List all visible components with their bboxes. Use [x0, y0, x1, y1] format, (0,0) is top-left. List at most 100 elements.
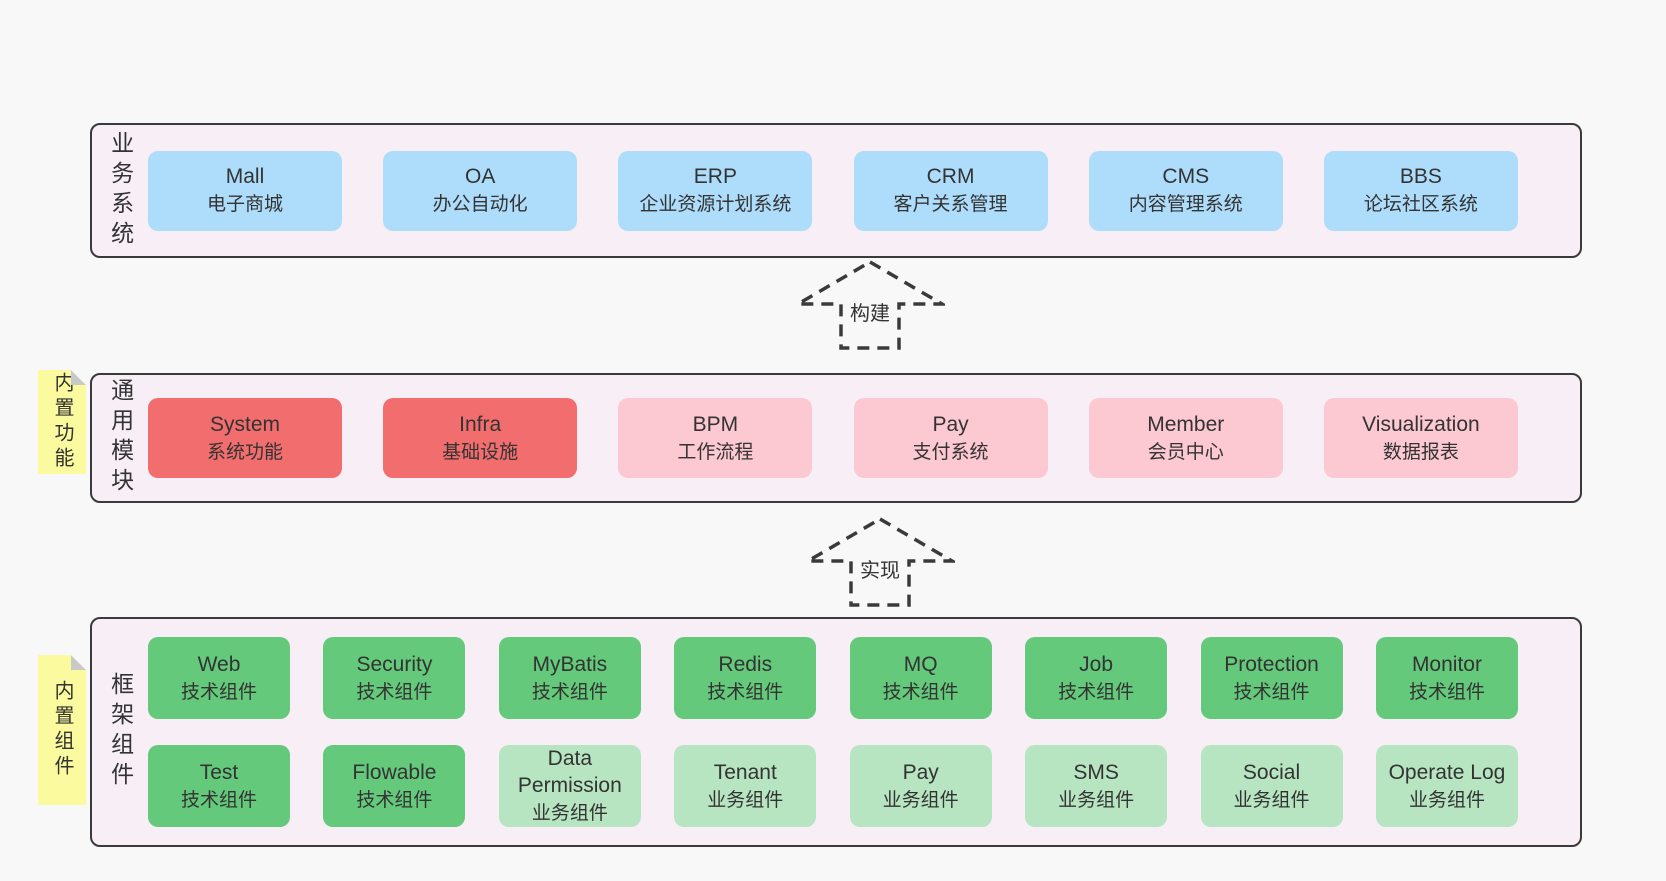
- box-title: Social: [1242, 760, 1301, 784]
- box-title: Job: [1079, 652, 1114, 676]
- box-title: Member: [1147, 412, 1225, 436]
- box-subtitle: 技术组件: [356, 789, 433, 811]
- box-title: BPM: [692, 412, 739, 436]
- arrow-build: 构建: [795, 259, 945, 351]
- box-title: Data Permission: [517, 747, 622, 797]
- arrow-implement: 实现: [805, 516, 955, 608]
- up-arrow-icon: [795, 259, 945, 350]
- box-subtitle: 技术组件: [356, 681, 433, 703]
- box-subtitle: 业务组件: [707, 789, 784, 811]
- arrow-implement-label: 实现: [857, 554, 903, 583]
- sticky-note-text: 内置功能: [51, 372, 73, 472]
- box-subtitle: 企业资源计划系统: [639, 194, 792, 216]
- box-title: Operate Log: [1388, 760, 1506, 784]
- box-title: MyBatis: [532, 652, 608, 676]
- module-box-tenant: Tenant 业务组件: [674, 745, 817, 827]
- box-title: Redis: [718, 652, 773, 676]
- sticky-note-text: 内置组件: [51, 680, 73, 780]
- box-title: CRM: [926, 165, 975, 188]
- module-box-mq: MQ 技术组件: [849, 637, 992, 719]
- module-box-job: Job 技术组件: [1025, 637, 1168, 719]
- layer-label-text: 业务系统: [107, 130, 134, 251]
- box-title: Flowable: [352, 760, 437, 784]
- box-subtitle: 技术组件: [1233, 681, 1310, 703]
- box-subtitle: 电子商城: [206, 194, 283, 216]
- module-box-crm: CRM 客户关系管理: [853, 150, 1048, 231]
- box-title: SMS: [1073, 760, 1119, 784]
- box-subtitle: 数据报表: [1382, 441, 1459, 463]
- module-box-operate-log: Operate Log 业务组件: [1375, 745, 1518, 827]
- module-box-sms: SMS 业务组件: [1025, 745, 1168, 827]
- box-title: MQ: [903, 652, 938, 676]
- box-subtitle: 技术组件: [1058, 681, 1135, 703]
- box-subtitle: 技术组件: [180, 681, 257, 703]
- box-subtitle: 技术组件: [1408, 681, 1485, 703]
- sticky-note-built-in-components: 内置组件: [38, 655, 86, 805]
- arrow-build-label: 构建: [847, 297, 893, 326]
- layer-label-text: 框架组件: [107, 672, 134, 792]
- box-subtitle: 技术组件: [180, 789, 257, 811]
- box-title: Protection: [1224, 652, 1319, 676]
- box-title: OA: [465, 165, 496, 188]
- box-subtitle: 基础设施: [442, 441, 519, 463]
- module-box-test: Test 技术组件: [148, 745, 290, 827]
- layer-label-components: 框架组件: [92, 619, 148, 845]
- box-title: Infra: [459, 412, 502, 436]
- box-subtitle: 支付系统: [912, 441, 989, 463]
- layer-label-text: 通用模块: [107, 378, 134, 498]
- module-box-system: System 系统功能: [148, 398, 342, 478]
- module-box-mybatis: MyBatis 技术组件: [498, 637, 641, 719]
- box-title: Web: [197, 652, 241, 676]
- module-box-visualization: Visualization 数据报表: [1323, 398, 1518, 478]
- box-subtitle: 技术组件: [531, 681, 608, 703]
- module-box-protection: Protection 技术组件: [1200, 637, 1343, 719]
- box-subtitle: 业务组件: [1408, 789, 1485, 811]
- module-box-social: Social 业务组件: [1200, 745, 1343, 827]
- box-subtitle: 技术组件: [882, 681, 959, 703]
- box-subtitle: 内容管理系统: [1128, 194, 1243, 216]
- sticky-note-built-in-functions: 内置功能: [38, 370, 86, 474]
- module-box-redis: Redis 技术组件: [674, 637, 817, 719]
- module-box-web: Web 技术组件: [148, 637, 290, 719]
- module-box-member: Member 会员中心: [1088, 398, 1283, 478]
- box-title: Security: [356, 652, 433, 676]
- module-box-monitor: Monitor 技术组件: [1375, 637, 1518, 719]
- module-box-data-permission: Data Permission 业务组件: [498, 745, 641, 827]
- box-title: Pay: [902, 760, 939, 784]
- module-box-infra: Infra 基础设施: [383, 398, 578, 478]
- box-subtitle: 业务组件: [531, 802, 608, 824]
- box-subtitle: 论坛社区系统: [1363, 194, 1478, 216]
- module-box-oa: OA 办公自动化: [383, 150, 578, 231]
- box-subtitle: 办公自动化: [432, 194, 528, 216]
- box-subtitle: 系统功能: [206, 441, 283, 463]
- box-subtitle: 业务组件: [1058, 789, 1135, 811]
- box-subtitle: 业务组件: [1233, 789, 1310, 811]
- box-title: Tenant: [713, 760, 777, 784]
- layer-label-business: 业务系统: [92, 125, 148, 256]
- box-subtitle: 客户关系管理: [893, 194, 1008, 216]
- box-title: CMS: [1162, 165, 1210, 188]
- module-box-cms: CMS 内容管理系统: [1088, 150, 1283, 231]
- box-title: System: [209, 412, 280, 436]
- box-title: Monitor: [1411, 652, 1482, 676]
- box-subtitle: 技术组件: [707, 681, 784, 703]
- module-box-security: Security 技术组件: [323, 637, 466, 719]
- box-title: Test: [199, 760, 239, 784]
- box-title: Visualization: [1362, 412, 1480, 436]
- box-subtitle: 会员中心: [1147, 441, 1224, 463]
